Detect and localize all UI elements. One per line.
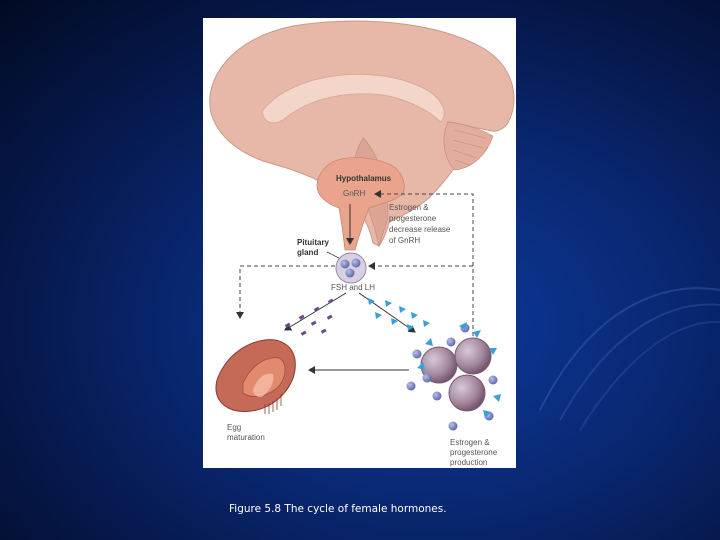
hormone-cycle-diagram: Hypothalamus GnRH Estrogen & progesteron… bbox=[209, 20, 515, 467]
fsh-lh-label: FSH and LH bbox=[331, 283, 375, 292]
feedback-label-line-3: decrease release bbox=[389, 225, 451, 234]
ovary-follicles bbox=[420, 337, 492, 412]
brain-inner-band bbox=[262, 73, 445, 124]
feedback-label-line-4: of GnRH bbox=[389, 236, 420, 245]
hypothalamus-region bbox=[316, 157, 405, 251]
gnrh-label: GnRH bbox=[343, 189, 365, 198]
feedback-label-line-1: Estrogen & bbox=[389, 203, 429, 212]
ovary-label-line-3: production bbox=[450, 458, 487, 467]
lh-markers bbox=[368, 298, 430, 331]
uterus-illustration bbox=[215, 339, 296, 414]
hormone-cycle-figure: Hypothalamus GnRH Estrogen & progesteron… bbox=[203, 18, 516, 468]
fsh-markers bbox=[284, 298, 334, 336]
estrogen-markers bbox=[417, 322, 501, 418]
egg-label-line-2: maturation bbox=[227, 433, 265, 442]
background-swoosh bbox=[539, 287, 720, 431]
hypothalamus-label: Hypothalamus bbox=[336, 174, 392, 183]
pituitary-label-line-1: Pituitary bbox=[297, 238, 330, 247]
ovary-label-line-1: Estrogen & bbox=[450, 438, 490, 447]
left-dashed-line bbox=[236, 265, 335, 319]
pituitary-label-line-2: gland bbox=[297, 248, 318, 257]
ovary-label-line-2: progesterone bbox=[450, 448, 498, 457]
pituitary-gland bbox=[335, 252, 367, 284]
egg-label-line-1: Egg bbox=[227, 423, 241, 432]
cerebellum bbox=[443, 121, 494, 171]
figure-caption: Figure 5.8 The cycle of female hormones. bbox=[229, 503, 447, 515]
feedback-label-line-2: progesterone bbox=[389, 214, 437, 223]
feedback-dashed-line bbox=[374, 190, 474, 336]
